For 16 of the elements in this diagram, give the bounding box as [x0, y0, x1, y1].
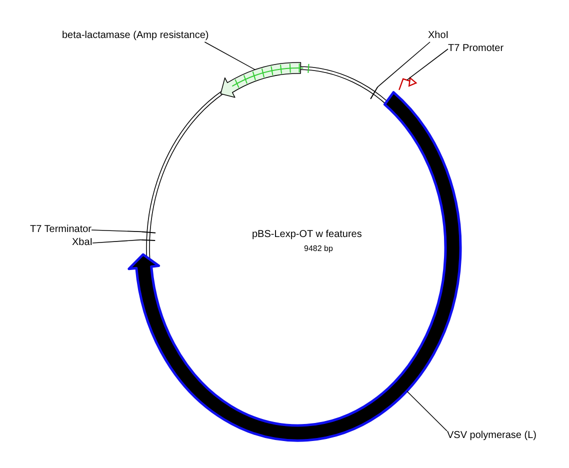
- sequence-length: 9482 bp: [304, 243, 333, 255]
- site-label: XhoI: [428, 30, 449, 42]
- promoter-arrow: [398, 76, 418, 90]
- leader-line: [92, 239, 142, 244]
- leader-line: [91, 230, 142, 232]
- feature-label: beta-lactamase (Amp resistance): [62, 30, 209, 42]
- leader-line: [204, 42, 256, 70]
- leader-line: [406, 391, 448, 432]
- feature-label: T7 Promoter: [448, 43, 504, 55]
- leader-line: [406, 48, 448, 80]
- feature-label: T7 Terminator: [30, 224, 92, 236]
- plasmid-name: pBS-Lexp-OT w features: [252, 229, 362, 241]
- feature-label: VSV polymerase (L): [447, 430, 536, 442]
- gene-arrow: [220, 62, 310, 98]
- site-label: XbaI: [72, 237, 93, 249]
- leader-line: [377, 42, 430, 88]
